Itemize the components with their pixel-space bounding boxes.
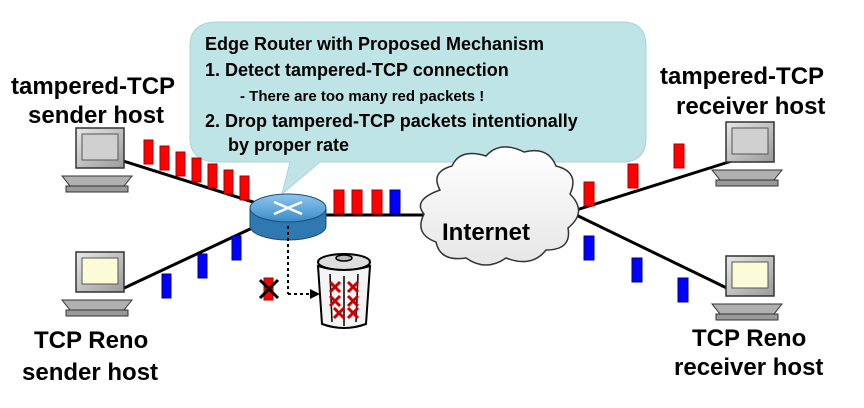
computer-icon <box>60 251 134 317</box>
callout-line-2b: by proper rate <box>228 135 349 155</box>
drop-arrow-head <box>310 289 320 299</box>
packets <box>143 139 689 303</box>
router-icon <box>249 193 327 241</box>
callout-line-2a: 2. Drop tampered-TCP packets intentional… <box>205 111 578 131</box>
packet-tampered <box>583 181 595 207</box>
packet-reno <box>631 257 643 283</box>
link-tampered-receiver <box>569 158 736 214</box>
packet-tampered <box>627 163 639 189</box>
packet-reno <box>677 277 689 303</box>
cloud-label: Internet <box>442 219 530 246</box>
callout-title: Edge Router with Proposed Mechanism <box>205 34 544 54</box>
dropped-packet <box>258 277 280 301</box>
computer-icon <box>710 255 784 321</box>
packet-reno <box>389 189 401 215</box>
packet-tampered <box>175 151 186 177</box>
label-tampered-sender-1: tampered-TCP <box>11 73 175 100</box>
callout-line-1-sub: - There are too many red packets ! <box>240 88 484 105</box>
computer-icon <box>60 127 134 193</box>
label-reno-receiver-1: TCP Reno <box>692 325 806 352</box>
label-reno-sender-1: TCP Reno <box>34 327 148 354</box>
callout-bubble: Edge Router with Proposed Mechanism 1. D… <box>189 21 647 196</box>
packet-tampered <box>223 169 234 195</box>
cloud-icon: Internet <box>419 146 580 266</box>
packet-tampered <box>239 175 250 201</box>
computer-icon <box>710 121 784 187</box>
packet-tampered <box>333 189 345 215</box>
packet-tampered <box>191 157 202 183</box>
label-tampered-receiver-2: receiver host <box>676 93 825 120</box>
packet-tampered <box>371 189 383 215</box>
label-tampered-receiver-1: tampered-TCP <box>660 63 824 90</box>
label-reno-sender-2: sender host <box>22 359 158 386</box>
drop-arrow <box>287 226 312 295</box>
packet-reno <box>583 235 595 261</box>
link-reno-sender <box>119 220 266 292</box>
packet-tampered <box>207 163 218 189</box>
packet-tampered <box>143 139 154 165</box>
label-reno-receiver-2: receiver host <box>674 354 823 381</box>
packet-tampered <box>673 143 685 169</box>
link-reno-receiver <box>569 210 736 294</box>
trash-can-icon <box>316 253 372 329</box>
packet-tampered <box>159 145 170 171</box>
packet-reno <box>161 273 172 299</box>
packet-tampered <box>351 189 363 215</box>
packet-reno <box>197 253 208 279</box>
packet-reno <box>231 235 242 261</box>
drop-x-icon <box>258 278 280 300</box>
callout-line-1: 1. Detect tampered-TCP connection <box>205 60 509 80</box>
label-tampered-sender-2: sender host <box>28 102 164 129</box>
